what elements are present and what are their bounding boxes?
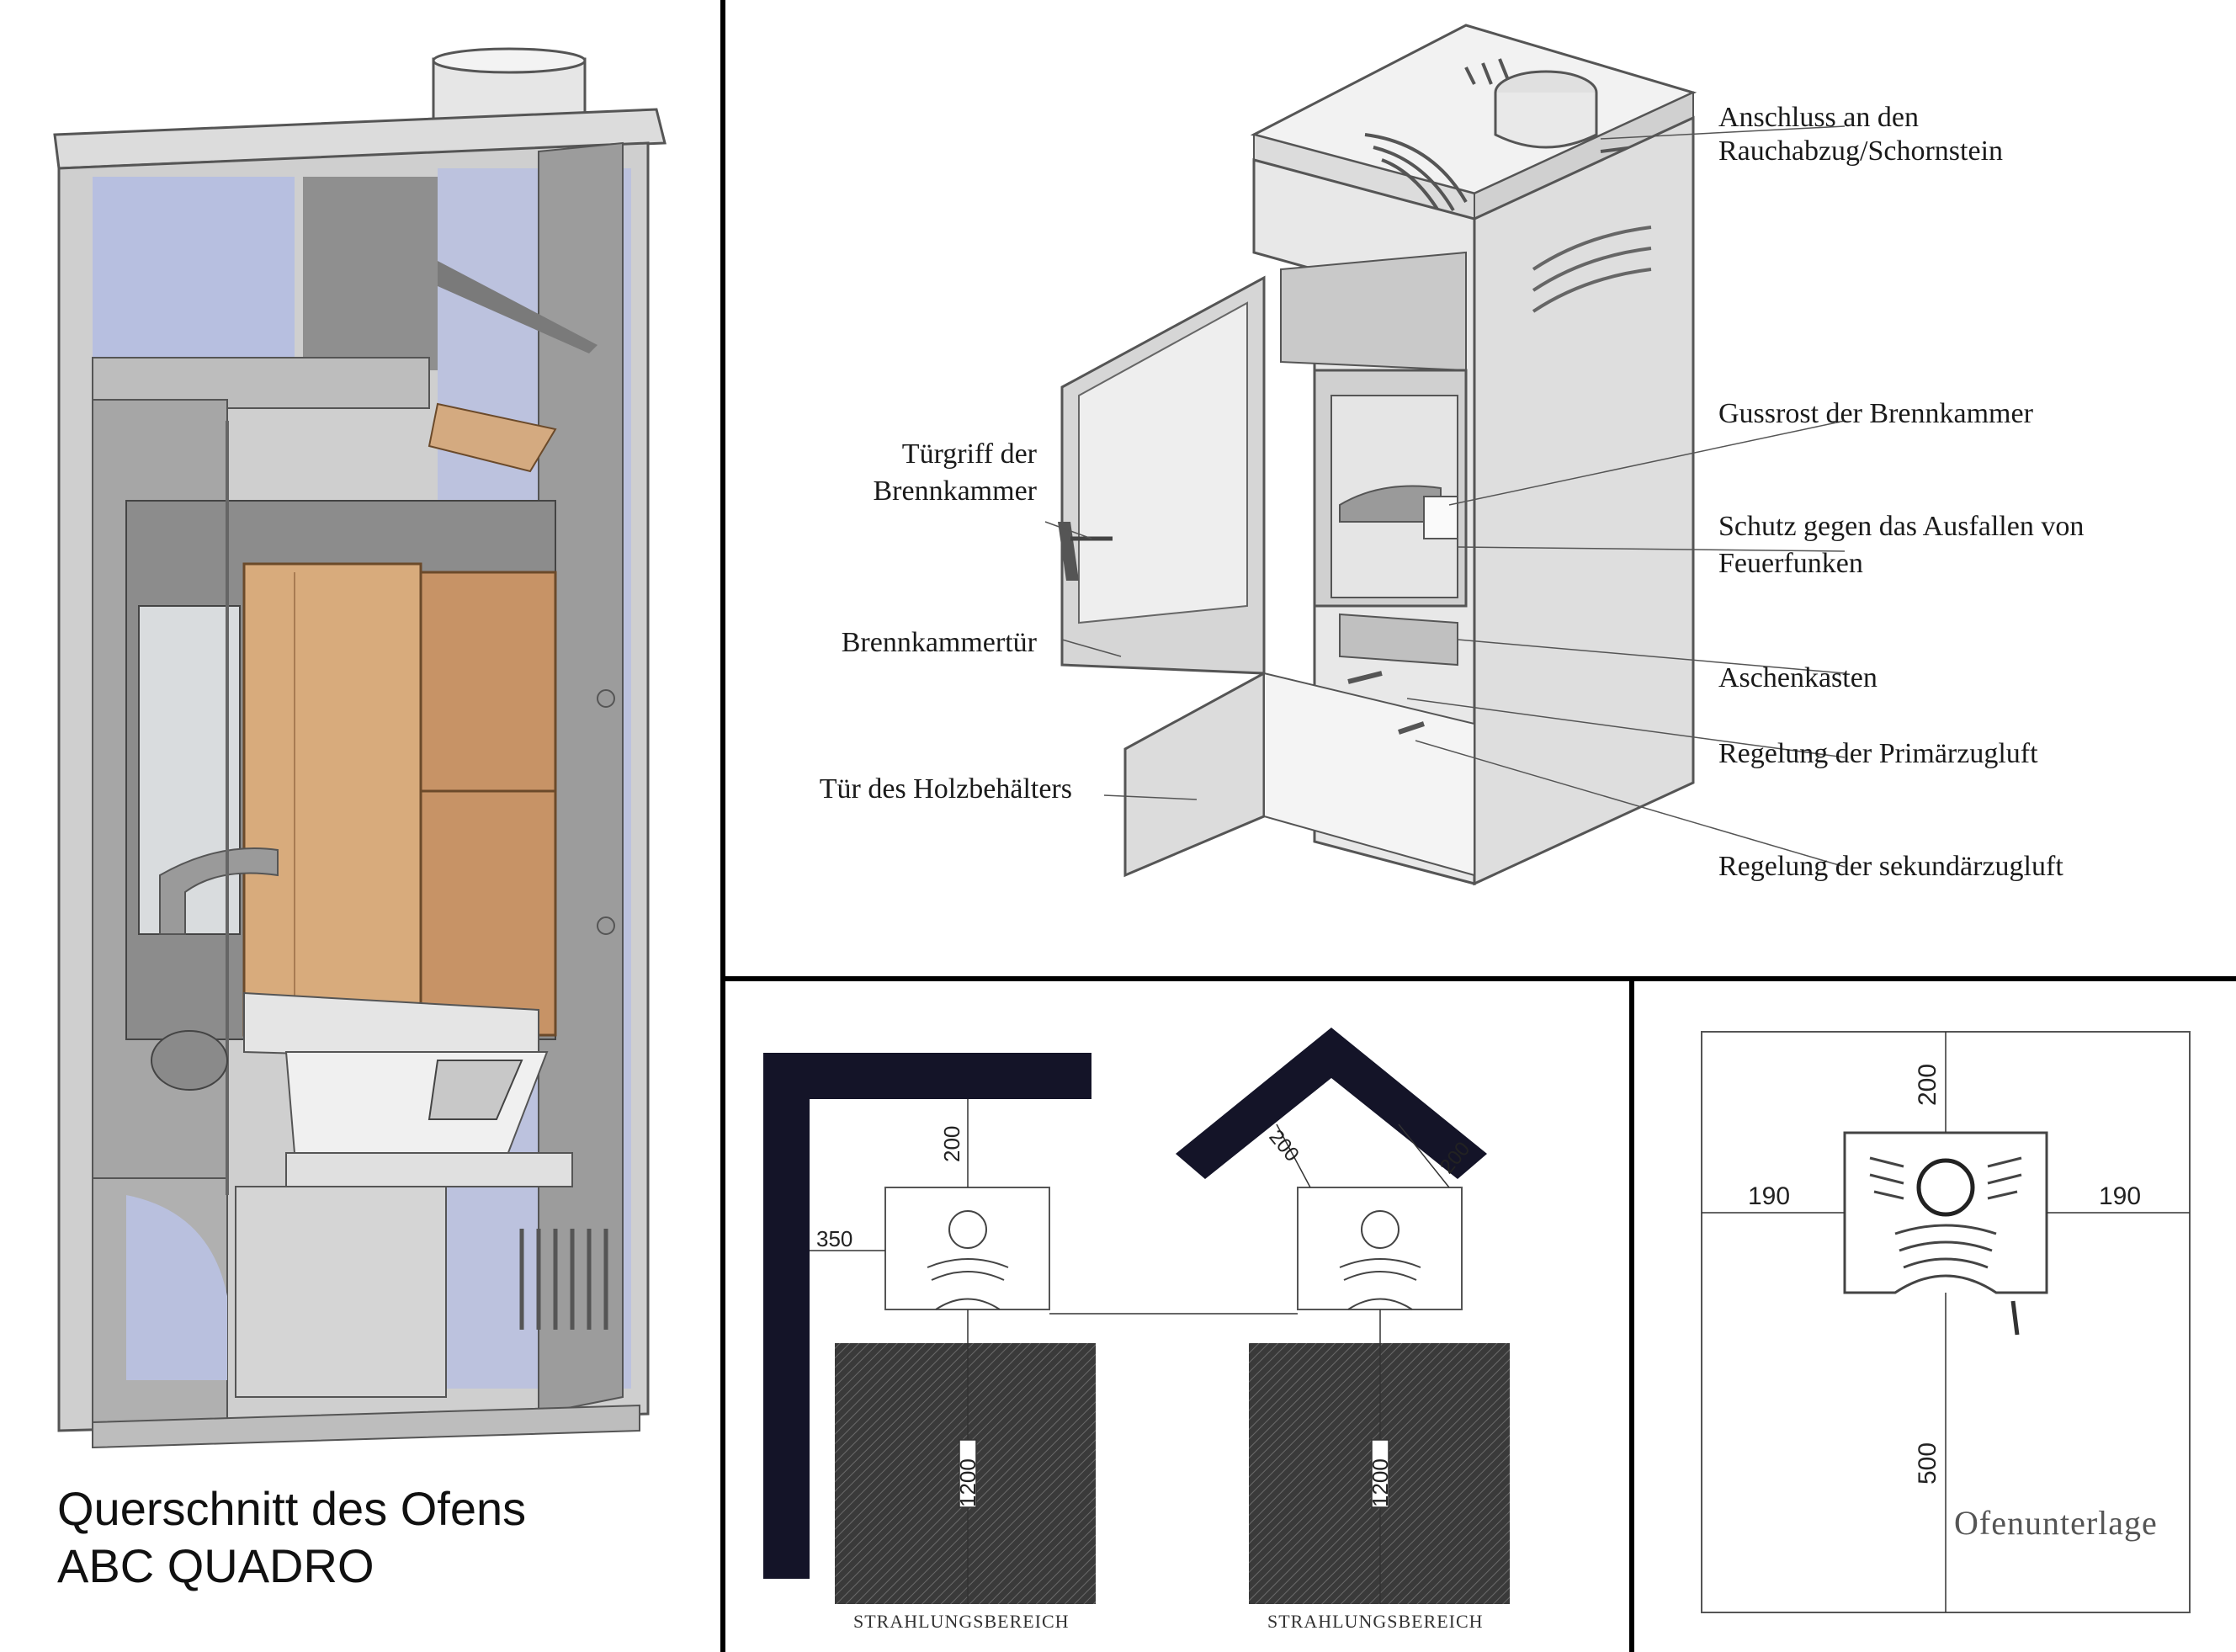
label-ash-box: Aschenkasten xyxy=(1718,662,1877,693)
label-chamber-door: Brennkammertür xyxy=(841,627,1037,658)
label-spark-guard-line1: Schutz gegen das Ausfallen von xyxy=(1718,511,2085,542)
dim-base-top: 200 xyxy=(1914,1064,1941,1106)
dim-corner-left: 200 xyxy=(1264,1126,1303,1166)
label-grate: Gussrost der Brennkammer xyxy=(1718,398,2033,429)
radiation-label-right: STRAHLUNGSBEREICH xyxy=(1267,1611,1484,1632)
dim-wall-back: 200 xyxy=(939,1126,964,1162)
label-door-handle-line2: Brennkammer xyxy=(873,475,1038,507)
label-flue-connection-line2: Rauchabzug/Schornstein xyxy=(1718,135,2004,167)
base-plate-panel: 200 190 190 500 Ofenunterlage xyxy=(1634,981,2236,1652)
dim-radiation-left: 1200 xyxy=(955,1458,980,1507)
label-wood-door: Tür des Holzbehälters xyxy=(819,773,1072,805)
cross-section-panel: Querschnitt des Ofens ABC QUADRO xyxy=(0,0,720,1652)
radiation-label-left: STRAHLUNGSBEREICH xyxy=(853,1611,1070,1632)
dim-radiation-right: 1200 xyxy=(1368,1458,1393,1507)
cross-section-caption-line1: Querschnitt des Ofens xyxy=(57,1482,527,1535)
stove-parts-illustration xyxy=(1044,24,1846,886)
clearance-diagram: 200 350 1200 1200 200 200 xyxy=(763,1028,1510,1604)
stove-cross-section-illustration xyxy=(53,47,667,1449)
divider-vertical-main xyxy=(720,0,725,1652)
label-door-handle-line1: Türgriff der xyxy=(901,438,1037,470)
divider-vertical-bottom xyxy=(1629,976,1634,1652)
dim-base-front: 500 xyxy=(1914,1442,1941,1485)
base-plate-label: Ofenunterlage xyxy=(1954,1504,2158,1542)
base-plate-diagram: 200 190 190 500 xyxy=(1701,1031,2191,1613)
label-spark-guard-line2: Feuerfunken xyxy=(1718,548,1863,579)
divider-horizontal xyxy=(720,976,2236,981)
label-flue-connection-line1: Anschluss an den xyxy=(1718,102,1919,133)
dim-base-right: 190 xyxy=(2099,1182,2141,1210)
cross-section-caption-line2: ABC QUADRO xyxy=(57,1539,374,1592)
clearance-panel: 200 350 1200 1200 200 200 STRAHLUNGSBERE… xyxy=(725,981,1629,1652)
label-secondary-air: Regelung der sekundärzugluft xyxy=(1718,851,2063,882)
dim-wall-side: 350 xyxy=(816,1226,852,1251)
parts-diagram-panel: Anschluss an den Rauchabzug/Schornstein … xyxy=(725,0,2236,976)
label-primary-air: Regelung der Primärzugluft xyxy=(1718,738,2038,769)
dim-base-left: 190 xyxy=(1748,1182,1790,1210)
